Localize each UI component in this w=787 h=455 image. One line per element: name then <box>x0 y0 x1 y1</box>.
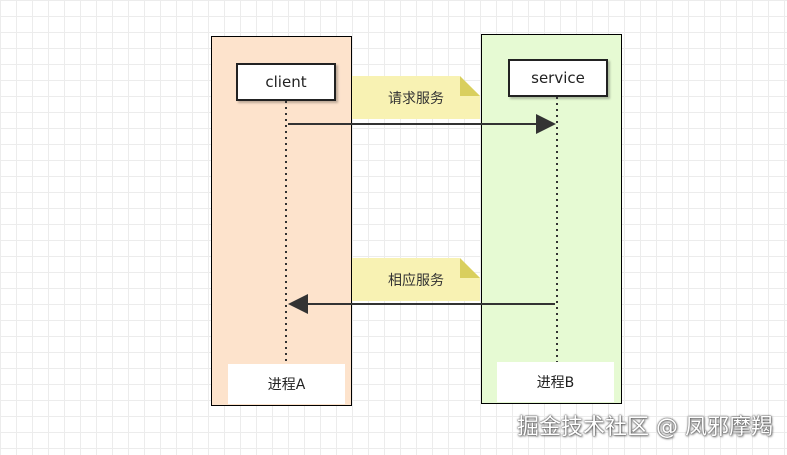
client-box: client <box>236 63 336 101</box>
process-a-label: 进程A <box>228 364 345 404</box>
request-note: 请求服务 <box>352 76 480 119</box>
watermark: 掘金技术社区 @ 凤邪摩羯 <box>517 415 773 440</box>
response-note: 相应服务 <box>352 258 480 301</box>
request-note-fold <box>460 76 480 96</box>
response-note-fold <box>460 258 480 278</box>
service-box: service <box>508 59 608 97</box>
process-b-label: 进程B <box>497 362 614 402</box>
